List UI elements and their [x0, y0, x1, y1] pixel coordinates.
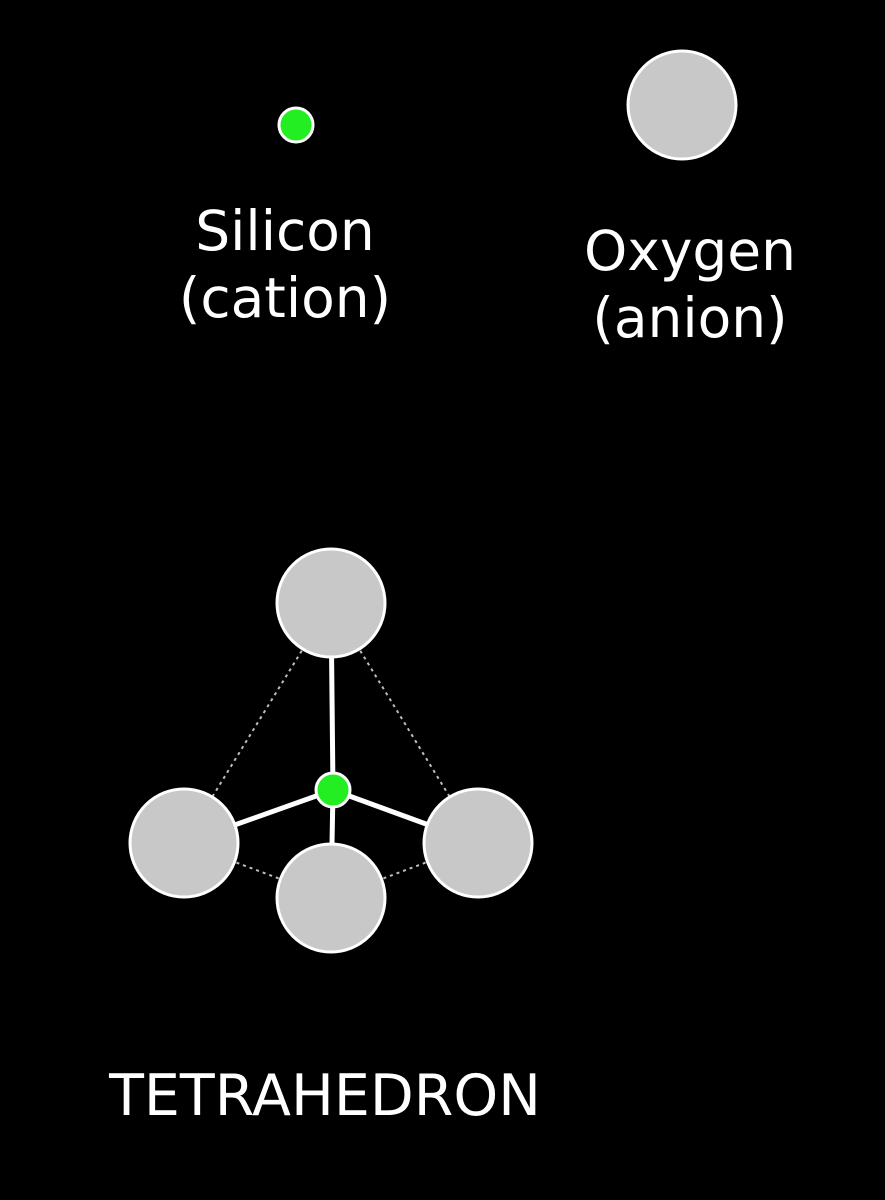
silicon-role: (cation): [178, 266, 392, 331]
oxygen-legend-atom: [626, 49, 738, 161]
silicon-legend-label: Silicon (cation): [135, 198, 435, 332]
edge-top-left: [183, 602, 332, 844]
silicon-legend-atom: [277, 106, 315, 144]
tetrahedron-edges: [183, 602, 479, 899]
oxygen-atom-right: [422, 787, 534, 899]
oxygen-atom-front: [275, 842, 387, 954]
edge-top-right: [330, 602, 479, 844]
edge-left-front: [183, 842, 332, 899]
edge-right-front: [330, 842, 479, 899]
oxygen-role: (anion): [592, 286, 788, 351]
oxygen-legend-label: Oxygen (anion): [540, 218, 840, 352]
silicon-name: Silicon: [195, 199, 375, 263]
silicon-atom-center: [314, 771, 352, 809]
tetrahedron-title: TETRAHEDRON: [109, 1063, 541, 1129]
oxygen-atom-top: [275, 547, 387, 659]
oxygen-atom-left: [128, 787, 240, 899]
oxygen-name: Oxygen: [584, 219, 796, 283]
